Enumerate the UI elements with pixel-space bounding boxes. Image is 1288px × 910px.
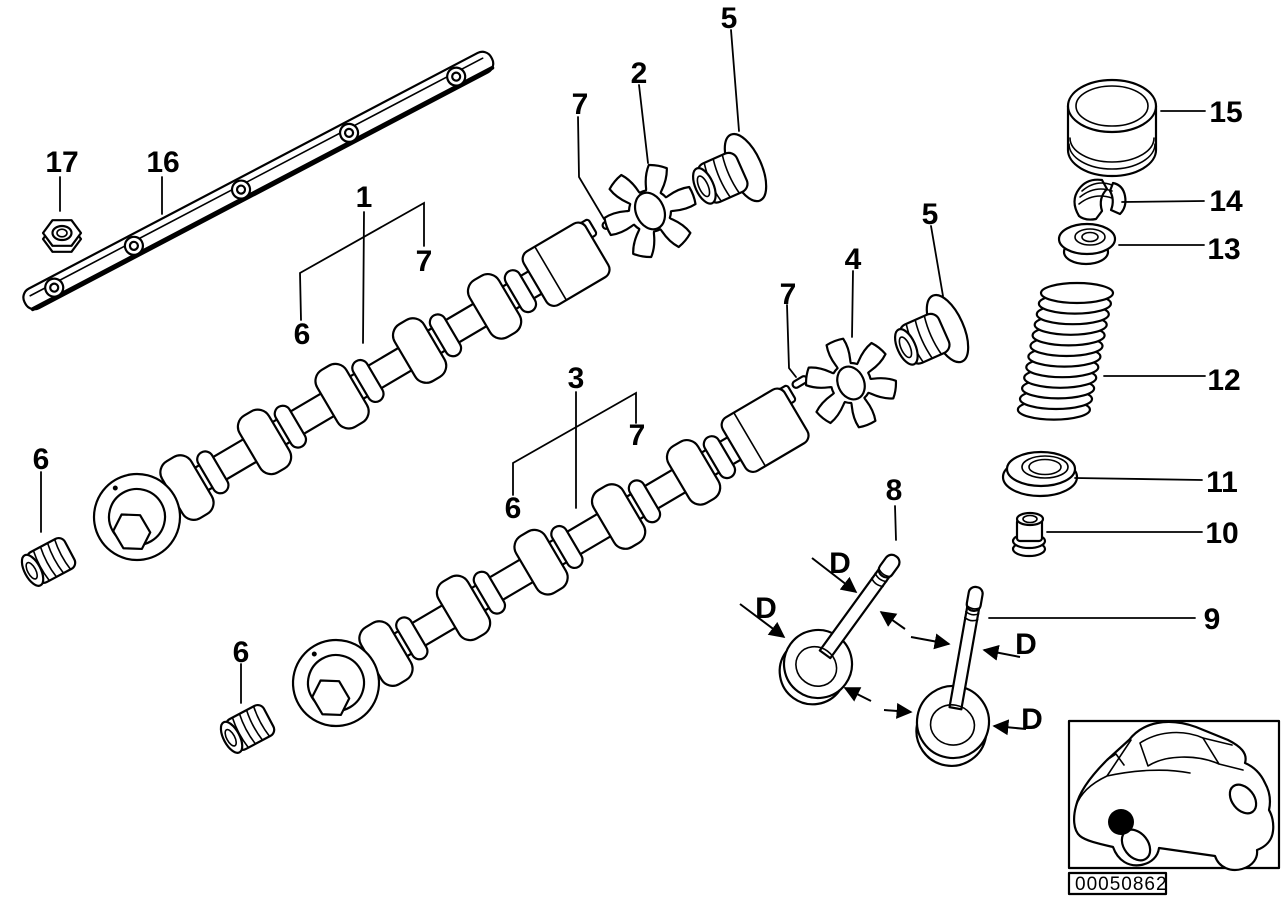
callout-14: 14 — [1209, 185, 1243, 218]
sealing-plug — [893, 293, 970, 366]
callout-7: 7 — [572, 88, 589, 121]
callout-3: 3 — [568, 362, 585, 395]
valve-spring — [1016, 281, 1115, 421]
intake-valve — [778, 553, 901, 706]
camshaft-exhaust — [291, 384, 810, 728]
impulse-wheel — [603, 163, 697, 259]
exhaust-valve — [915, 585, 991, 767]
part-number-box — [1067, 871, 1168, 896]
callout-1: 1 — [356, 181, 373, 214]
gasket-rail — [22, 50, 495, 312]
callout-6: 6 — [233, 636, 250, 669]
part-number: 00050862 — [1075, 874, 1168, 895]
camshaft-hex-head — [311, 679, 351, 717]
sealing-plug — [691, 132, 768, 205]
callout-6: 6 — [294, 318, 311, 351]
car-rear-wheel — [1228, 783, 1258, 815]
callout-11: 11 — [1206, 466, 1238, 499]
car-mirror — [1109, 753, 1125, 766]
leader-lines — [40, 29, 1206, 704]
spring-retainer — [1057, 222, 1117, 266]
camshaft-hex-head — [112, 513, 152, 551]
dimension-arrows — [739, 557, 1027, 736]
callout-4: 4 — [845, 243, 862, 276]
car-locator-inset: 00050862 — [1067, 719, 1281, 896]
threaded-plug — [20, 536, 77, 587]
threaded-plug — [219, 703, 276, 754]
impulse-wheel — [804, 337, 898, 429]
dimension-label-d: D — [829, 547, 851, 580]
callout-7: 7 — [629, 419, 646, 452]
location-dot — [1108, 809, 1134, 835]
callout-5: 5 — [922, 198, 939, 231]
valve-collets — [1073, 178, 1127, 221]
callout-7: 7 — [780, 278, 797, 311]
spring-pad — [1001, 450, 1079, 498]
cam-lobes — [358, 435, 737, 687]
callout-labels: 1 2 3 4 5 5 6 6 6 6 7 7 7 7 8 9 10 11 12… — [33, 2, 1243, 736]
car-rear-lines — [1202, 737, 1244, 771]
camshaft-intake — [92, 218, 611, 562]
valve-tappet — [1066, 78, 1158, 178]
hex-nut — [41, 219, 83, 253]
dimension-label-d: D — [1021, 703, 1043, 736]
callout-5: 5 — [721, 2, 738, 35]
car-hood-line — [1075, 739, 1191, 807]
dimension-label-d: D — [755, 592, 777, 625]
callout-6: 6 — [505, 492, 522, 525]
valve-stem-seal — [1011, 511, 1047, 558]
callout-9: 9 — [1204, 603, 1221, 636]
callout-13: 13 — [1207, 233, 1240, 266]
callout-8: 8 — [886, 474, 903, 507]
callout-16: 16 — [146, 146, 179, 179]
callout-2: 2 — [631, 57, 648, 90]
callout-7: 7 — [416, 245, 433, 278]
cam-lobes — [159, 269, 538, 521]
spring-coil — [1039, 281, 1115, 305]
callout-15: 15 — [1209, 96, 1242, 129]
callout-17: 17 — [45, 146, 78, 179]
callout-10: 10 — [1205, 517, 1238, 550]
callout-12: 12 — [1207, 364, 1240, 397]
dimension-label-d: D — [1015, 628, 1037, 661]
callout-6: 6 — [33, 443, 50, 476]
